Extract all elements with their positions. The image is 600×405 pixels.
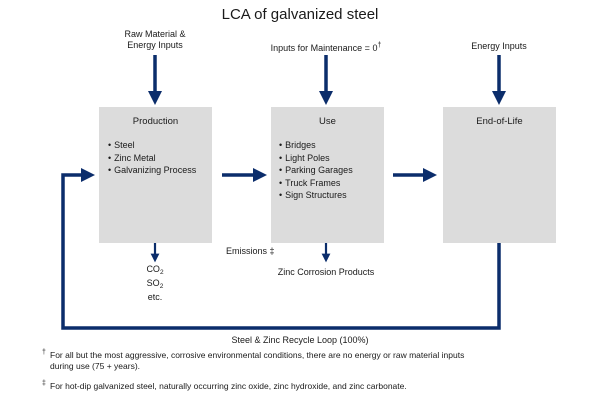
production-outputs: CO2 SO2 etc. — [130, 264, 180, 303]
production-input-line-1: Raw Material & — [124, 29, 186, 39]
footnote-double-dagger: ‡ For hot-dip galvanized steel, naturall… — [42, 380, 480, 392]
use-input-label: Inputs for Maintenance = 0† — [256, 40, 396, 54]
etc-label: etc. — [147, 292, 163, 302]
footnote-text: For hot-dip galvanized steel, naturally … — [50, 381, 407, 391]
recycle-loop-line — [61, 168, 501, 330]
so2-label: SO2 — [146, 278, 164, 290]
dagger-mark: † — [377, 42, 382, 49]
emissions-label: Emissions ‡ — [226, 246, 275, 256]
list-item: Sign Structures — [279, 189, 353, 202]
end-of-life-box: End-of-Life — [443, 107, 556, 243]
list-item: Light Poles — [279, 152, 353, 165]
production-title: Production — [132, 116, 179, 127]
list-item: Galvanizing Process — [108, 164, 196, 177]
footnote-dagger: † For all but the most aggressive, corro… — [42, 349, 480, 372]
recycle-loop-label: Steel & Zinc Recycle Loop (100%) — [231, 335, 369, 345]
end-of-life-title: End-of-Life — [476, 116, 523, 127]
use-box: Use Bridges Light Poles Parking Garages … — [271, 107, 384, 243]
end-of-life-input-label: Energy Inputs — [471, 41, 527, 51]
use-output-label: Zinc Corrosion Products — [277, 267, 375, 277]
production-list: Steel Zinc Metal Galvanizing Process — [108, 139, 196, 177]
list-item: Bridges — [279, 139, 353, 152]
production-input-label: Raw Material & Energy Inputs — [105, 29, 205, 51]
list-item: Steel — [108, 139, 196, 152]
list-item: Zinc Metal — [108, 152, 196, 165]
footnote-text: For all but the most aggressive, corrosi… — [50, 350, 465, 371]
use-list: Bridges Light Poles Parking Garages Truc… — [279, 139, 353, 202]
production-box: Production Steel Zinc Metal Galvanizing … — [99, 107, 212, 243]
list-item: Truck Frames — [279, 177, 353, 190]
use-input-text: Inputs for Maintenance = 0 — [270, 43, 378, 53]
use-title: Use — [319, 116, 336, 127]
list-item: Parking Garages — [279, 164, 353, 177]
production-input-line-2: Energy Inputs — [127, 40, 183, 50]
co2-label: CO2 — [146, 264, 164, 276]
footnote-mark: ‡ — [42, 380, 46, 387]
diagram-title: LCA of galvanized steel — [221, 6, 379, 23]
footnote-mark: † — [42, 349, 46, 356]
